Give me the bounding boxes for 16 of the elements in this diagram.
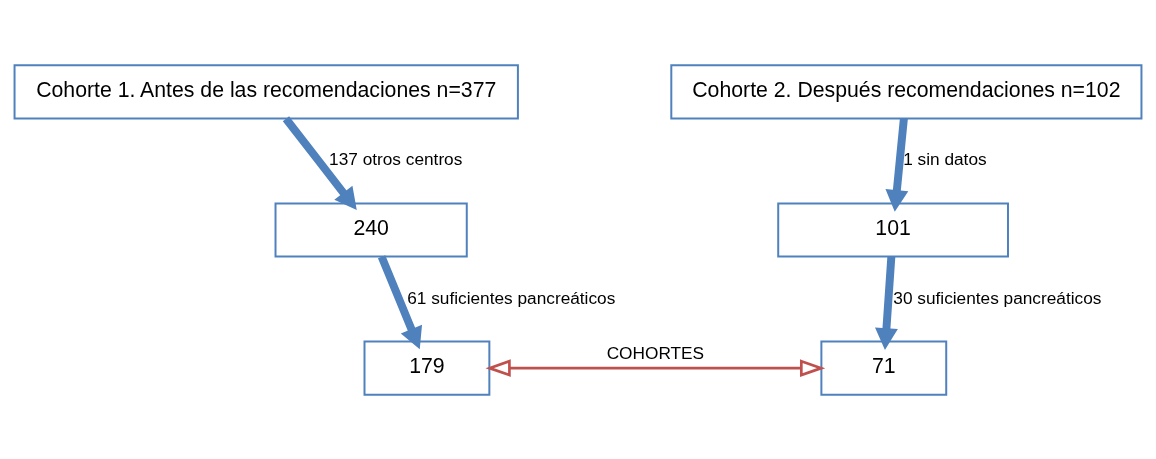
edge-label: 30 suficientes pancreáticos xyxy=(893,287,1102,308)
node-box: 101 xyxy=(777,201,1009,258)
node-box: 71 xyxy=(820,340,948,396)
node-box: 240 xyxy=(274,201,468,258)
arrow xyxy=(282,115,357,210)
arrow xyxy=(377,254,423,349)
edge-label: 61 suficientes pancreáticos xyxy=(407,287,616,308)
edge-label: 1 sin datos xyxy=(903,148,987,169)
edge-label: COHORTES xyxy=(606,342,705,363)
node-box: Cohorte 1. Antes de las recomendaciones n=377 xyxy=(13,63,519,119)
node-box: Cohorte 2. Después recomendaciones n=102 xyxy=(670,63,1143,119)
node-box: 179 xyxy=(363,340,491,396)
edge-label: 137 otros centros xyxy=(329,148,463,169)
arrow xyxy=(485,358,826,377)
arrow xyxy=(875,256,898,350)
arrow xyxy=(885,117,909,212)
